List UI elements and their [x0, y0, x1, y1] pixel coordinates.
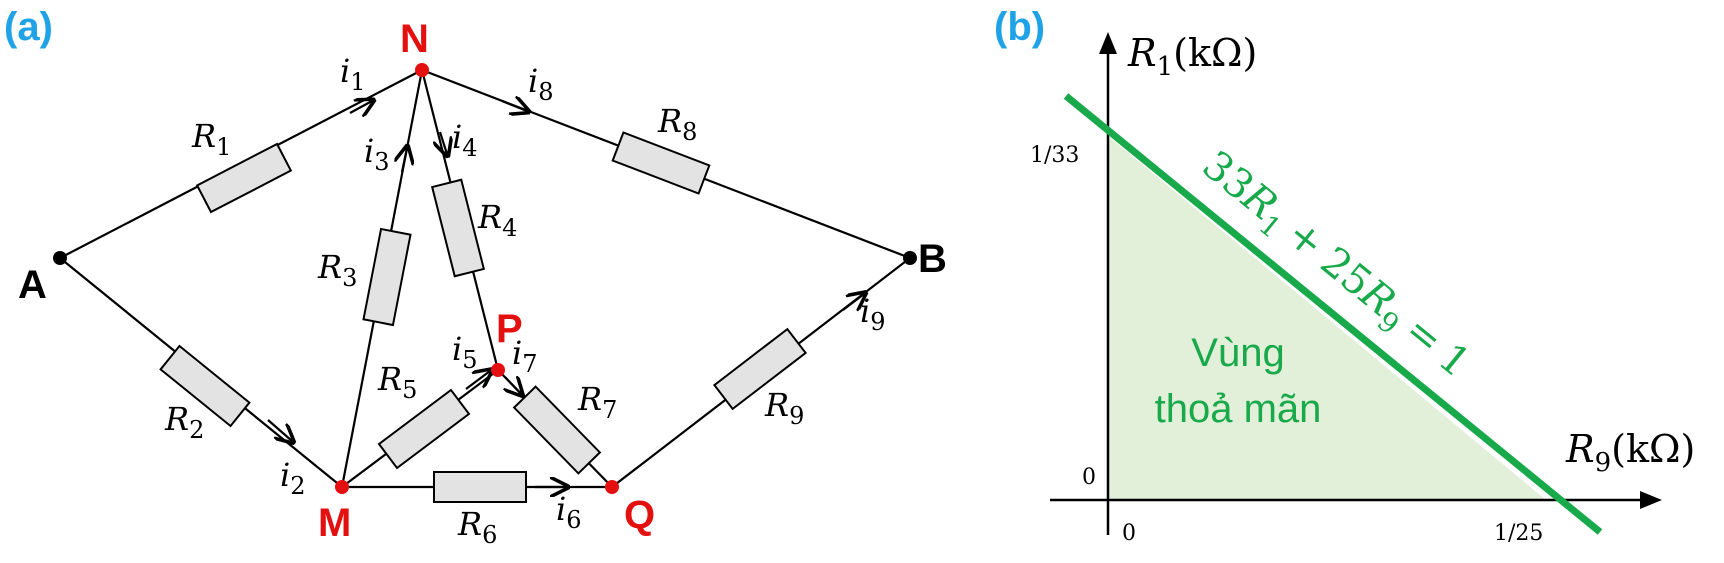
label-r7: R7	[577, 380, 617, 424]
arrow-i4	[440, 131, 447, 154]
label-r4: R4	[477, 198, 517, 242]
x-axis-arrowhead	[1640, 491, 1662, 509]
resistor-r3	[362, 227, 412, 327]
label-r8: R8	[657, 102, 697, 146]
resistor-r8	[611, 131, 711, 195]
label-i1: i1	[340, 52, 366, 96]
node-m-dot	[335, 480, 349, 494]
resistor-r5	[377, 388, 471, 470]
x-tick-zero: 0	[1122, 521, 1136, 546]
arrow-i8	[501, 101, 527, 111]
current-labels: i1 i2 i3 i4 i5 i6 i7 i8 i9	[280, 52, 886, 534]
constraint-line	[1063, 93, 1603, 535]
region-label-line2: thoả mãn	[1155, 387, 1322, 431]
node-q-label: Q	[624, 493, 655, 537]
label-i7: i7	[512, 334, 538, 378]
current-arrows	[267, 101, 864, 487]
label-i9: i9	[860, 292, 886, 336]
arrow-i9	[842, 294, 864, 310]
node-a-label: A	[18, 263, 47, 307]
panel-a-circuit: (a)	[4, 5, 947, 549]
resistor-r4	[430, 178, 486, 278]
arrow-i1	[349, 101, 372, 113]
resistor-labels: R1 R2 R3 R4 R5 R6 R7 R8 R9	[164, 102, 804, 549]
arrow-i5	[465, 371, 490, 390]
label-r9: R9	[764, 386, 804, 430]
y-tick-top: 1/33	[1030, 143, 1079, 168]
node-n-label: N	[400, 17, 429, 61]
panel-b-graph: (b) 1/33 0 0 1/25 R1(kΩ) R9(kΩ) Vùng tho…	[994, 5, 1695, 546]
node-n-dot	[415, 63, 429, 77]
resistor-bodies	[159, 131, 808, 503]
label-i2: i2	[280, 456, 306, 500]
node-p-dot	[491, 363, 505, 377]
resistor-r6	[433, 471, 527, 503]
y-tick-zero: 0	[1082, 465, 1096, 490]
label-r2: R2	[164, 400, 204, 444]
y-axis-arrowhead	[1099, 32, 1117, 54]
label-i5: i5	[452, 330, 478, 374]
label-r3: R3	[317, 248, 357, 292]
resistor-r1	[195, 142, 293, 214]
node-p-label: P	[496, 307, 523, 351]
label-i6: i6	[556, 490, 582, 534]
panel-a-tag: (a)	[4, 5, 53, 49]
label-r6: R6	[457, 505, 497, 549]
panel-b-tag: (b)	[994, 5, 1045, 49]
arrow-i3	[402, 148, 407, 173]
x-tick-right: 1/25	[1494, 521, 1543, 546]
arrow-i2	[267, 419, 292, 441]
region-label-line1: Vùng	[1191, 331, 1284, 375]
node-a-dot	[53, 251, 67, 265]
node-m-label: M	[318, 501, 351, 545]
x-axis-label: R9(kΩ)	[1565, 427, 1695, 478]
y-axis-label: R1(kΩ)	[1127, 31, 1257, 82]
resistor-r9	[712, 327, 808, 411]
label-i4: i4	[452, 118, 478, 162]
resistor-r2	[159, 344, 251, 428]
node-b-label: B	[918, 237, 947, 281]
node-b-dot	[903, 251, 917, 265]
feasible-region	[1108, 136, 1546, 500]
circuit-nodes: A B N M P Q	[18, 17, 947, 545]
node-q-dot	[605, 480, 619, 494]
arrow-i7	[505, 377, 521, 394]
label-i3: i3	[364, 132, 390, 176]
label-i8: i8	[528, 62, 554, 106]
label-r5: R5	[377, 360, 417, 404]
resistor-r7	[512, 385, 602, 475]
label-r1: R1	[191, 117, 231, 161]
